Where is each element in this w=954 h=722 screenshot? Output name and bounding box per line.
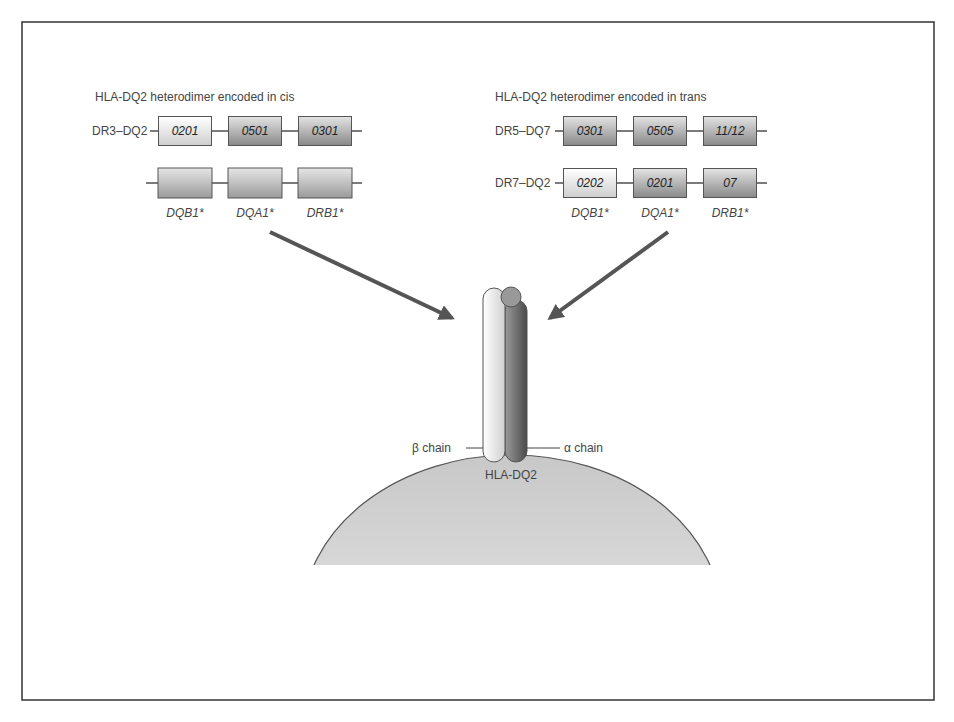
haplotype-label: DR5–DQ7	[495, 124, 550, 138]
gene-label: DQB1*	[158, 206, 212, 220]
leader-lines	[466, 448, 560, 449]
gene-box: 0501	[228, 116, 282, 146]
assembly-arrows	[270, 232, 668, 318]
allele-text: 11/12	[715, 124, 744, 138]
heading: HLA-DQ2 heterodimer encoded in trans	[495, 90, 706, 104]
allele-text: 0301	[577, 124, 604, 138]
gene-box: 0201	[158, 116, 212, 146]
gene-box: 0505	[633, 116, 687, 146]
gene-label: DQA1*	[633, 206, 687, 220]
gene-label: DQB1*	[563, 206, 617, 220]
gene-label: DRB1*	[703, 206, 757, 220]
gene-box: 11/12	[703, 116, 757, 146]
gene-label: DRB1*	[298, 206, 352, 220]
molecule-label: HLA-DQ2	[471, 468, 551, 482]
allele-text: 0202	[577, 176, 604, 190]
allele-text: 0505	[647, 124, 674, 138]
hla-dq2-molecule	[483, 287, 527, 462]
allele-text: 0501	[242, 124, 269, 138]
gene-link-line	[617, 182, 633, 183]
gene-link-line	[687, 182, 703, 183]
allele-text: 0201	[647, 176, 674, 190]
chain-label: α chain	[564, 441, 603, 455]
empty-gene-boxes	[158, 168, 352, 198]
gene-link-line	[212, 130, 228, 131]
gene-box: 07	[703, 168, 757, 198]
frame	[22, 22, 934, 700]
gene-box: 0301	[563, 116, 617, 146]
allele-text: 0201	[172, 124, 199, 138]
haplotype-label: DR7–DQ2	[495, 176, 550, 190]
gene-box: 0202	[563, 168, 617, 198]
gene-link-line	[282, 130, 298, 131]
gene-label: DQA1*	[228, 206, 282, 220]
chain-label: β chain	[412, 441, 451, 455]
allele-text: 0301	[312, 124, 339, 138]
gene-box: 0301	[298, 116, 352, 146]
haplotype-label: DR3–DQ2	[92, 124, 147, 138]
gene-link-line	[617, 130, 633, 131]
cell	[302, 455, 722, 565]
gene-link-line	[687, 130, 703, 131]
heading: HLA-DQ2 heterodimer encoded in cis	[95, 90, 294, 104]
gene-box: 0201	[633, 168, 687, 198]
allele-text: 07	[723, 176, 736, 190]
